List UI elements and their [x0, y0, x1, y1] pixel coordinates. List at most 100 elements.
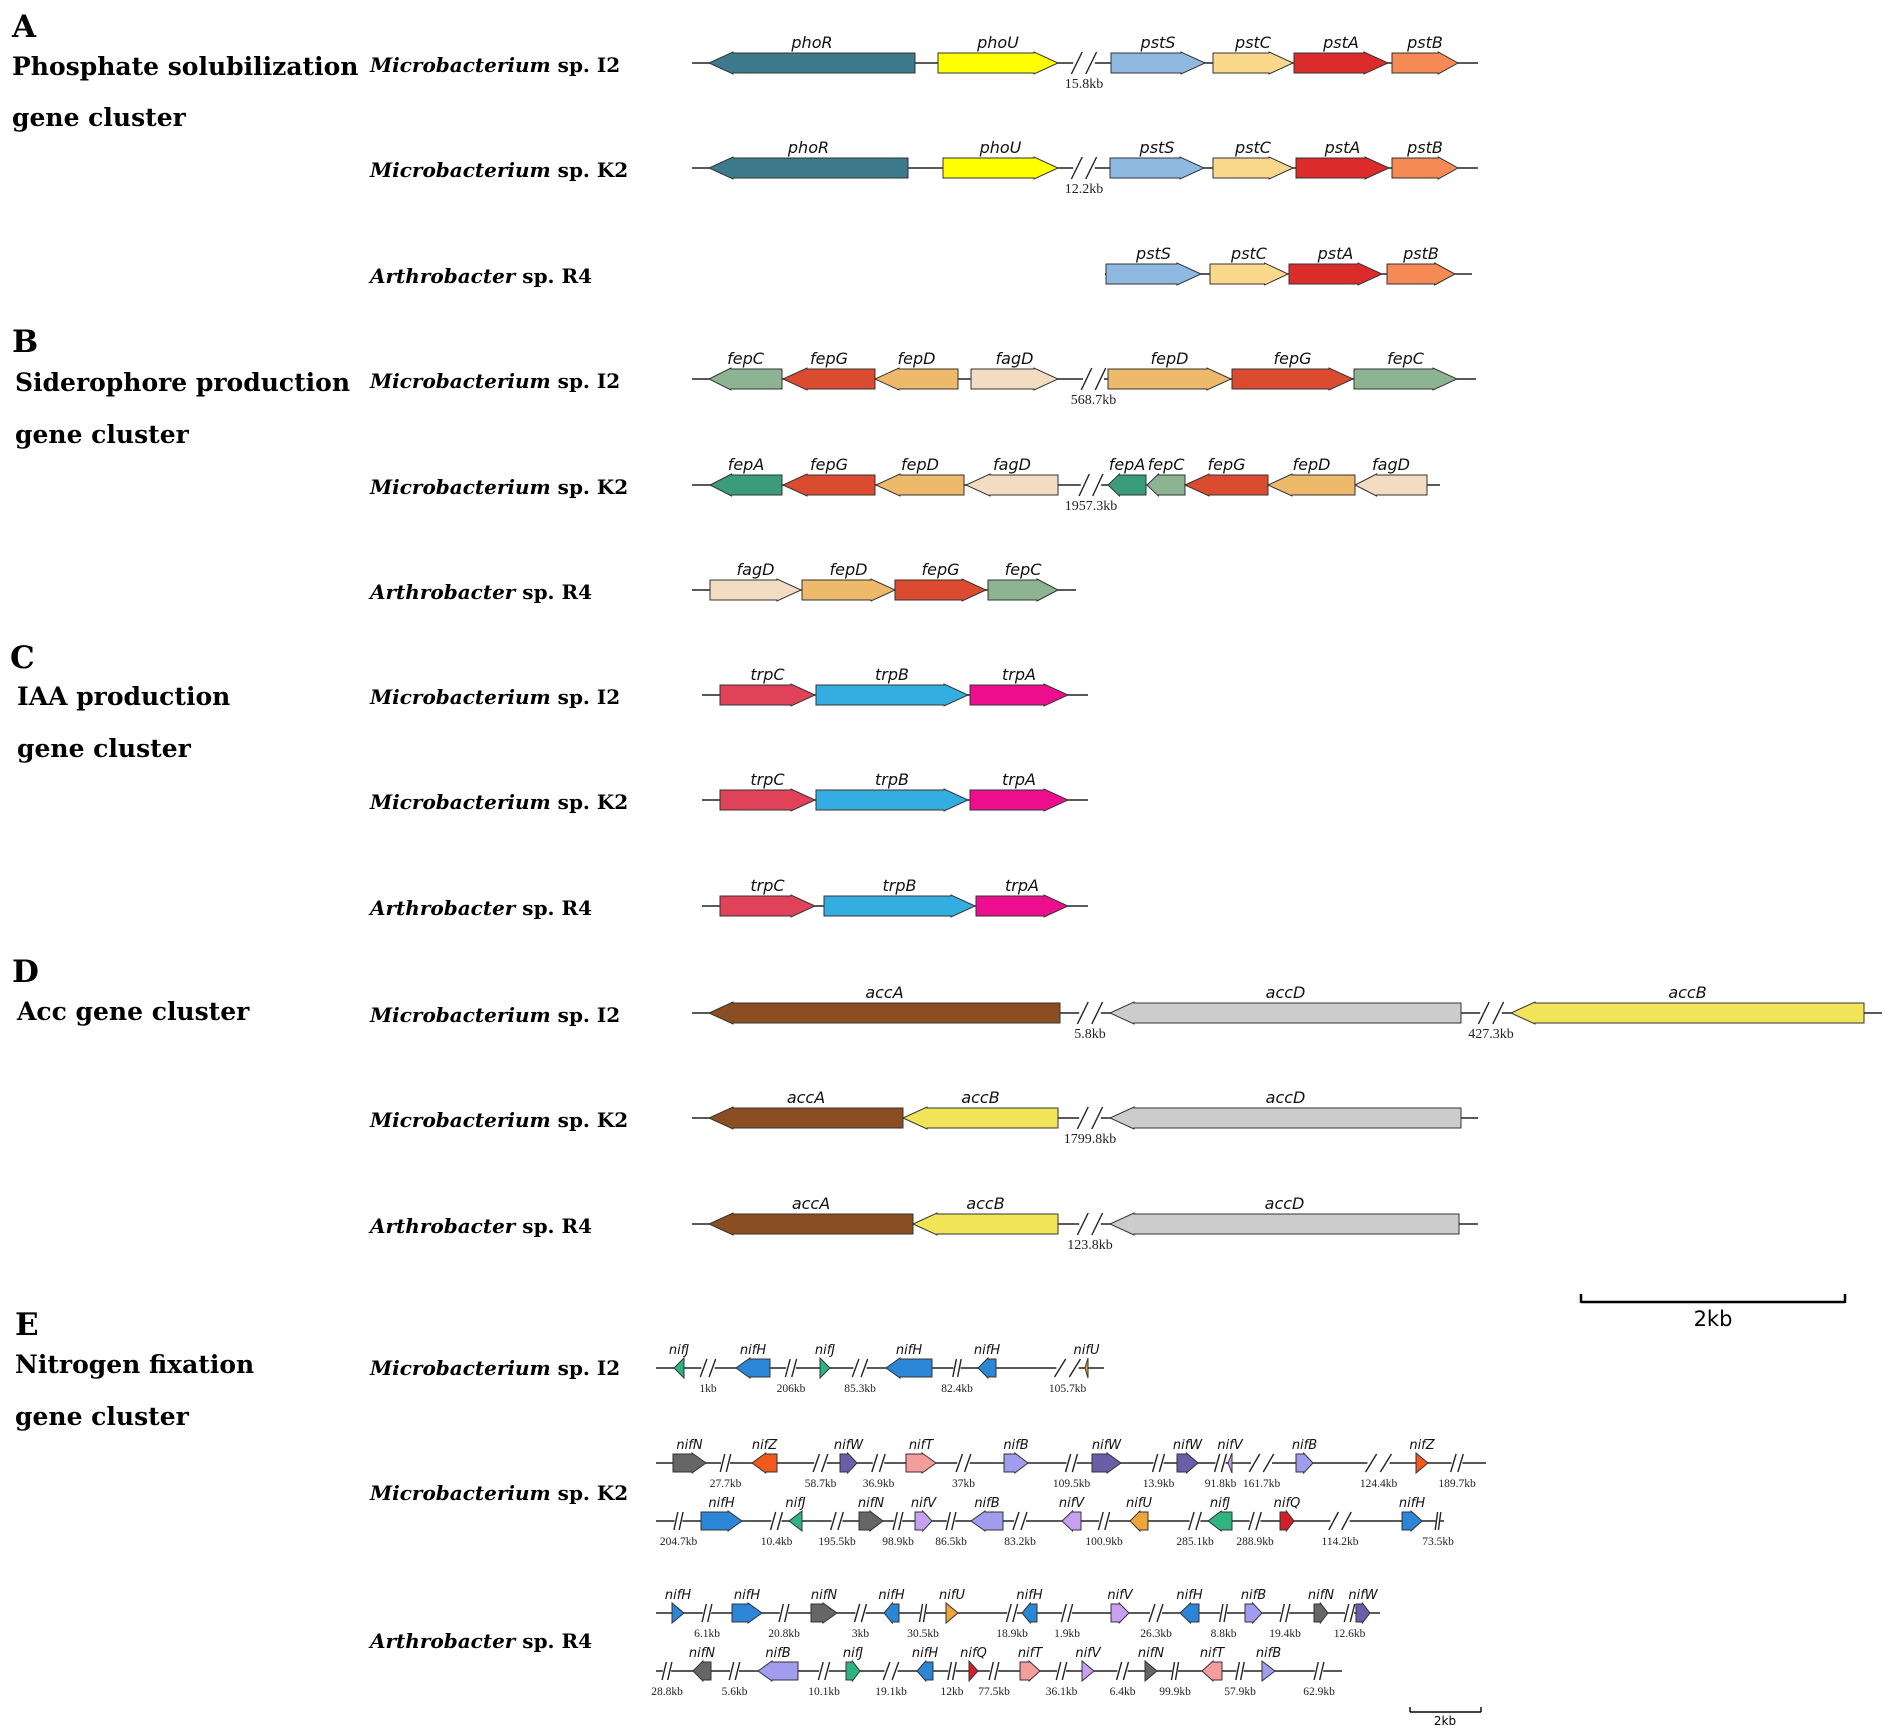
organism-label-a-k2: Microbacterium sp. K2	[369, 158, 628, 182]
gene-label-nifB: nifB	[1292, 1438, 1317, 1453]
gap-break-slash	[661, 1661, 667, 1681]
panel-e-title-line-2: gene cluster	[15, 1402, 190, 1431]
gene-arrow-nifJ	[845, 1659, 861, 1683]
gene-label-nifJ: nifJ	[785, 1496, 805, 1511]
gap-break-slash	[1213, 1453, 1221, 1473]
gene-label-trpC: trpC	[750, 770, 785, 789]
gap-break-slash	[1148, 1603, 1156, 1623]
gap-distance-label: 161.7kb	[1243, 1478, 1281, 1490]
gene-label-nifW: nifW	[1348, 1588, 1378, 1603]
gap-break-mask	[1056, 1365, 1079, 1371]
gap-break-mask	[702, 1610, 712, 1616]
gap-break-slash	[1061, 1661, 1068, 1681]
gene-label-accB: accB	[961, 1088, 999, 1107]
gene-label-fepD: fepD	[898, 349, 936, 368]
gap-break-slash	[1218, 1603, 1224, 1623]
gap-break-slash	[1067, 1603, 1074, 1623]
organism-label-e-k2: Microbacterium sp. K2	[369, 1481, 628, 1505]
gap-break-slash	[1070, 156, 1083, 180]
gene-arrow-fepC	[987, 578, 1060, 602]
gene-label-accA: accA	[787, 1088, 825, 1107]
gene-label-nifH: nifH	[1016, 1588, 1042, 1603]
gap-break-slash	[994, 1661, 1000, 1681]
gene-arrow-trpB	[815, 788, 970, 812]
gap-break-mask	[814, 1460, 827, 1466]
gene-label-accB: accB	[1668, 983, 1706, 1002]
gap-break-mask	[1280, 1610, 1290, 1616]
gap-break-slash	[1492, 1001, 1505, 1025]
gene-label-nifB: nifB	[974, 1496, 999, 1511]
gap-break-slash	[699, 1358, 708, 1378]
gene-arrow-trpB	[823, 894, 977, 918]
gap-break-mask	[884, 1668, 898, 1674]
gap-break-slash	[1279, 1603, 1285, 1623]
panel-b-heading: B Siderophore production gene cluster	[12, 324, 350, 449]
organism-label-e-r4: Arthrobacter sp. R4	[368, 1629, 592, 1653]
gene-arrow-nifB	[970, 1510, 1004, 1532]
gene-label-accA: accA	[865, 983, 903, 1002]
gap-distance-label: 1.9kb	[1054, 1628, 1080, 1640]
organism-label-d-k2: Microbacterium sp. K2	[369, 1108, 628, 1132]
panel-letter-c: C	[10, 640, 35, 676]
organism-label-c-k2: Microbacterium sp. K2	[369, 790, 628, 814]
gap-break-slash	[1174, 1661, 1180, 1681]
gene-arrow-pstB	[1391, 156, 1460, 180]
gene-arrow-nifW	[1355, 1601, 1371, 1625]
gap-distance-label: 10.4kb	[761, 1536, 793, 1548]
gene-arrow-nifN	[858, 1509, 884, 1533]
gap-break-mask	[893, 1518, 903, 1524]
gap-break-slash	[837, 1511, 844, 1531]
gene-label-nifQ: nifQ	[1274, 1496, 1301, 1511]
gene-arrow-nifH	[1401, 1509, 1423, 1533]
gap-break-slash	[1092, 473, 1104, 497]
gene-label-trpA: trpA	[1002, 770, 1036, 789]
gene-label-fepD: fepD	[830, 560, 868, 579]
gene-arrow-fagD	[970, 367, 1060, 391]
gap-break-slash	[963, 1453, 972, 1473]
gene-arrow-nifJ	[819, 1356, 831, 1380]
gap-break-slash	[1060, 1603, 1067, 1623]
gap-break-slash	[1340, 1511, 1352, 1531]
gap-break-slash	[769, 1511, 777, 1531]
gene-label-nifW: nifW	[1173, 1438, 1203, 1453]
gap-break-mask	[872, 1460, 885, 1466]
gap-break-slash	[853, 1603, 861, 1623]
gene-label-nifN: nifN	[858, 1496, 884, 1511]
gap-distance-label: 206kb	[777, 1383, 806, 1395]
gene-label-nifH: nifH	[734, 1588, 760, 1603]
gene-label-nifJ: nifJ	[1210, 1496, 1230, 1511]
gene-arrow-phoU	[942, 156, 1060, 180]
gene-arrow-nifZ	[1415, 1451, 1429, 1475]
gap-break-mask	[1079, 1221, 1101, 1227]
gene-label-nifH: nifH	[665, 1588, 691, 1603]
gap-break-slash	[956, 1358, 962, 1378]
gap-distance-label: 62.9kb	[1303, 1686, 1335, 1698]
gap-break-mask	[1367, 1460, 1390, 1466]
gap-distance-label: 98.9kb	[882, 1536, 914, 1548]
gap-break-slash	[776, 1511, 784, 1531]
gene-arrow-fepA	[1107, 472, 1147, 498]
organism-label-d-i2: Microbacterium sp. I2	[369, 1003, 620, 1027]
gap-break-mask	[920, 1610, 926, 1616]
gap-break-slash	[1319, 1661, 1325, 1681]
gene-arrow-nifB	[1003, 1451, 1029, 1475]
gap-break-slash	[784, 1603, 790, 1623]
gene-track: 28.8kbnifN5.6kbnifB10.1kbnifJ19.1kbnifH1…	[651, 1646, 1342, 1698]
gap-break-mask	[1314, 1668, 1324, 1674]
gap-distance-label: 13.9kb	[1143, 1478, 1175, 1490]
gap-distance-label: 12kb	[941, 1686, 964, 1698]
gene-arrow-trpC	[719, 683, 817, 707]
gene-arrow-fepG	[1231, 367, 1355, 391]
gap-break-slash	[952, 1358, 958, 1378]
gap-break-slash	[1012, 1603, 1019, 1623]
gap-distance-label: 91.8kb	[1205, 1478, 1237, 1490]
gene-arrow-nifN	[1313, 1601, 1329, 1625]
gap-break-slash	[1450, 1453, 1457, 1473]
gap-break-slash	[1313, 1661, 1319, 1681]
gap-break-mask	[1172, 1668, 1178, 1674]
gene-arrow-nifH	[977, 1356, 997, 1380]
gene-label-nifH: nifH	[1176, 1588, 1202, 1603]
